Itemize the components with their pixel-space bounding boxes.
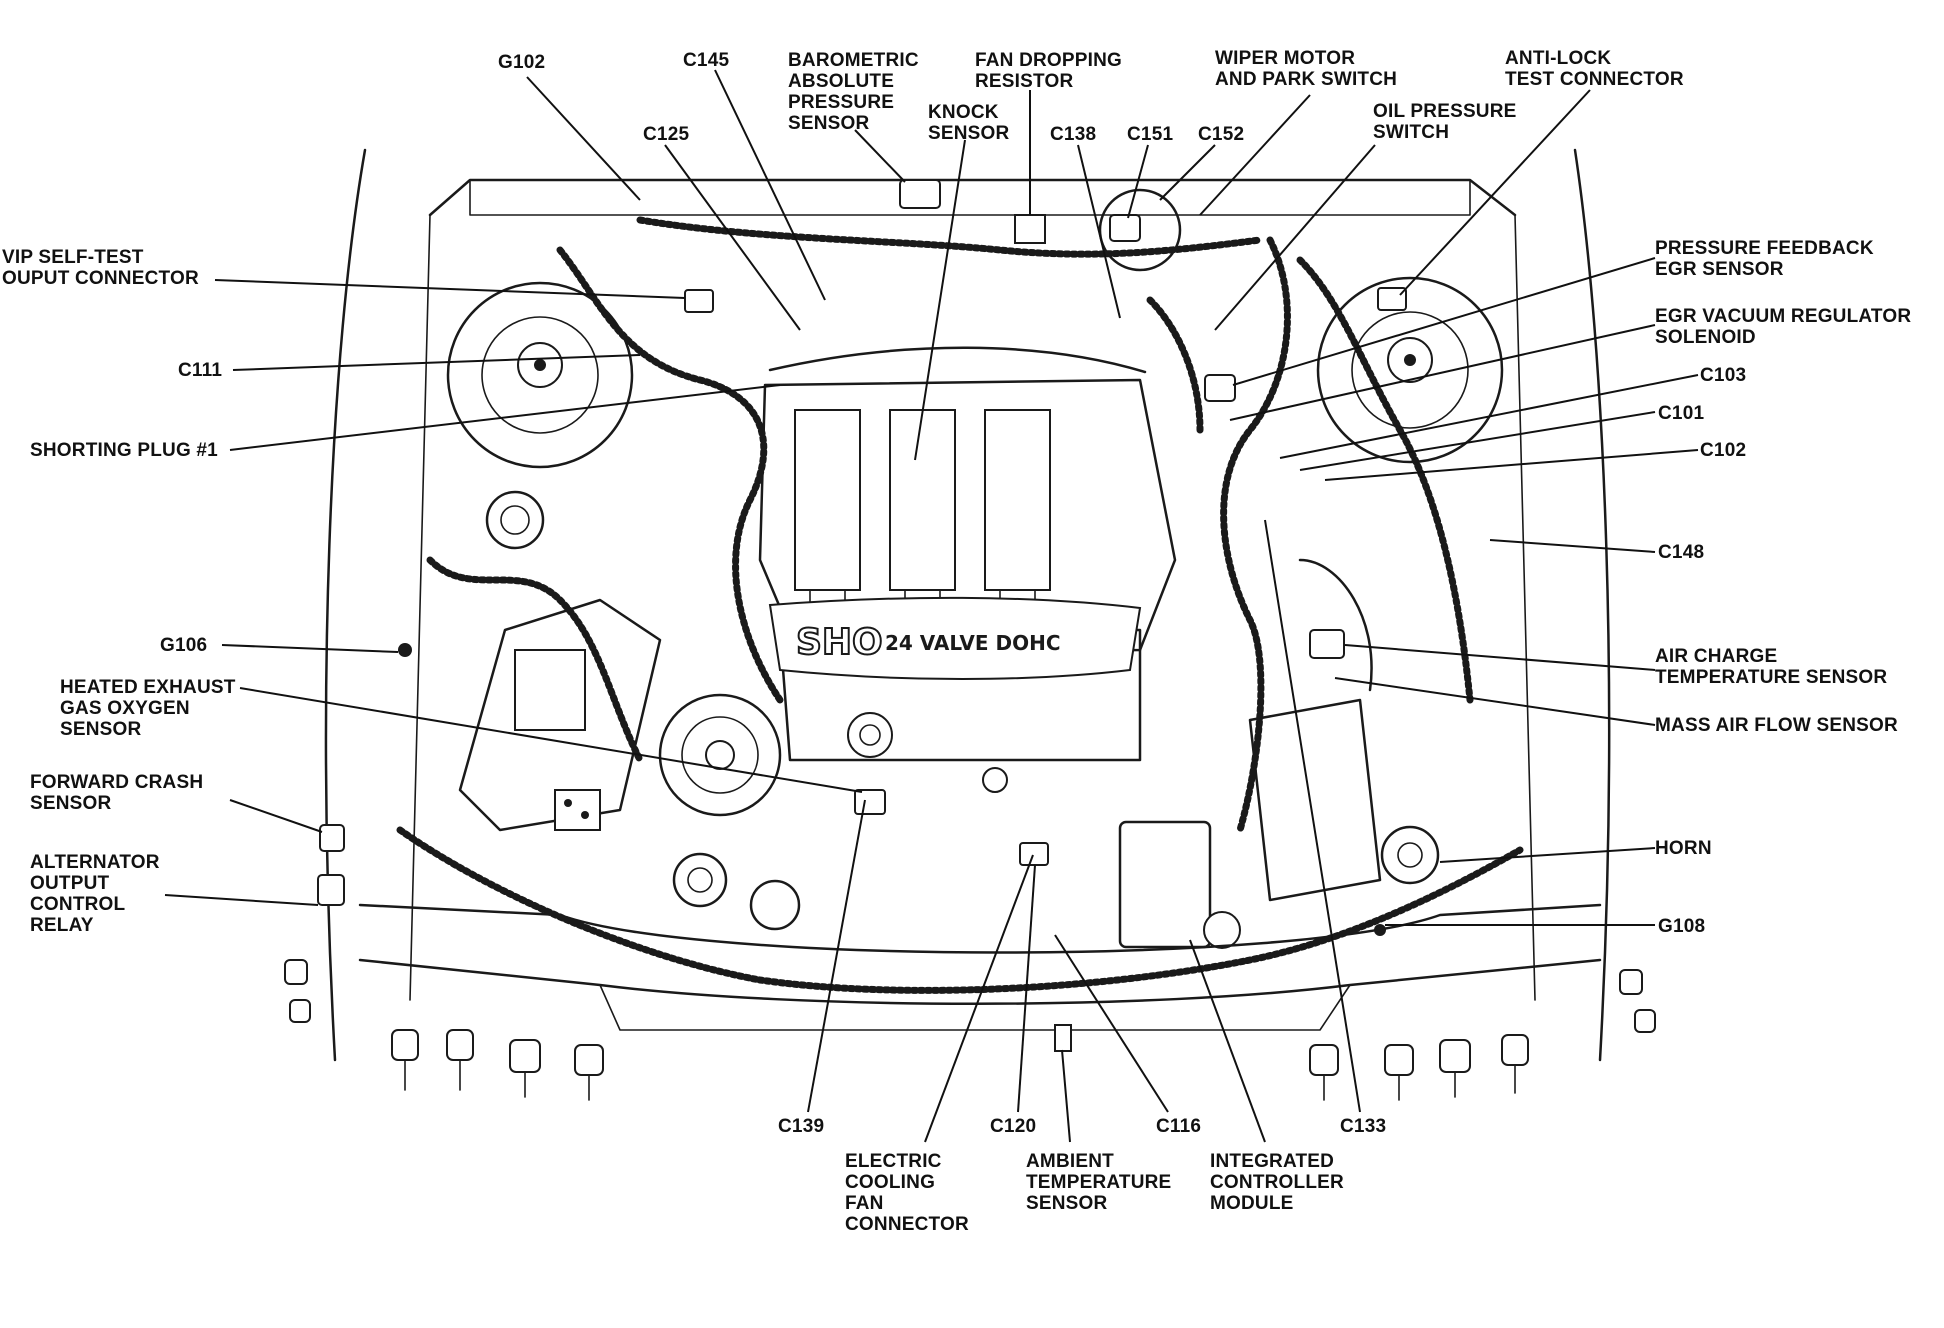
label-c139: C139 [778, 1116, 824, 1137]
label-g106: G106 [160, 635, 207, 656]
alternator [658, 693, 782, 817]
label-c101: C101 [1658, 403, 1704, 424]
label-c151: C151 [1127, 124, 1173, 145]
callout-leader-lines [164, 69, 1699, 1143]
wiper-motor-connector [1109, 214, 1141, 242]
label-anti-lock-test-connector: ANTI-LOCK TEST CONNECTOR [1505, 48, 1684, 90]
label-air-charge-temperature-sensor: AIR CHARGE TEMPERATURE SENSOR [1655, 646, 1887, 688]
label-c111: C111 [178, 360, 222, 381]
label-electric-cooling-fan-connector: ELECTRIC COOLING FAN CONNECTOR [845, 1151, 969, 1235]
cooling-fan-connector-body [1019, 842, 1049, 866]
label-g108: G108 [1658, 916, 1705, 937]
vip-connector-body [684, 289, 714, 313]
label-knock-sensor: KNOCK SENSOR [928, 102, 1010, 144]
label-c102: C102 [1700, 440, 1746, 461]
engine-spec-badge: 24 VALVE DOHC [885, 631, 1061, 655]
wiper-motor-body [1098, 188, 1182, 272]
label-c138: C138 [1050, 124, 1096, 145]
label-alternator-output-control-relay: ALTERNATOR OUTPUT CONTROL RELAY [30, 852, 165, 936]
label-horn: HORN [1655, 838, 1712, 859]
oxygen-sensor-connector [854, 789, 886, 815]
main-wire-harness-right [1220, 236, 1291, 834]
washer-reservoir-cap [749, 879, 801, 931]
air-cleaner-assembly [1248, 558, 1440, 902]
engine-assembly: SHO 24 VALVE DOHC [758, 346, 1177, 793]
label-c116: C116 [1156, 1116, 1201, 1137]
engine-model-badge: SHO [796, 622, 883, 663]
right-strut-tower [1316, 276, 1504, 464]
side-marker-sockets [284, 959, 1656, 1033]
right-headlamp-sockets [1309, 1034, 1529, 1101]
label-mass-air-flow-sensor: MASS AIR FLOW SENSOR [1655, 715, 1898, 736]
main-wire-harness-left [556, 246, 784, 704]
front-wire-harness [396, 826, 1524, 994]
crash-sensor-body [319, 824, 345, 852]
label-ambient-temperature-sensor: AMBIENT TEMPERATURE SENSOR [1026, 1151, 1177, 1214]
label-c125: C125 [643, 124, 689, 145]
cowl-outline [428, 178, 1517, 217]
callout-labels: G102 C145 C125 BAROMETRIC ABSOLUTE PRESS… [2, 48, 1917, 1235]
label-c152: C152 [1198, 124, 1244, 145]
engine-compartment-artwork: SHO 24 VALVE DOHC [284, 148, 1656, 1101]
label-c145: C145 [683, 50, 729, 71]
label-pressure-feedback-egr-sensor: PRESSURE FEEDBACK EGR SENSOR [1655, 238, 1879, 280]
alternator-relay-body [317, 874, 345, 906]
label-wiper-motor-and-park-switch: WIPER MOTOR AND PARK SWITCH [1215, 48, 1397, 90]
integrated-controller-module-box [1118, 820, 1212, 949]
label-heated-exhaust-gas-oxygen-sensor: HEATED EXHAUST GAS OXYGEN SENSOR [60, 677, 241, 740]
label-integrated-controller-module: INTEGRATED CONTROLLER MODULE [1210, 1151, 1349, 1214]
label-vip-self-test-output-connector: VIP SELF-TEST OUPUT CONNECTOR [2, 247, 199, 289]
reservoir-cap [485, 490, 545, 550]
label-shorting-plug-1: SHORTING PLUG #1 [30, 440, 218, 461]
label-c133: C133 [1340, 1116, 1386, 1137]
radiator-support [358, 903, 1602, 954]
coolant-cap [672, 852, 728, 908]
left-strut-tower [446, 281, 634, 469]
label-c148: C148 [1658, 542, 1704, 563]
battery [458, 598, 662, 832]
baro-sensor-body [899, 179, 941, 209]
mass-air-flow-sensor-body [1309, 629, 1345, 659]
label-egr-vacuum-regulator-solenoid: EGR VACUUM REGULATOR SOLENOID [1655, 306, 1917, 348]
left-headlamp-sockets [391, 1029, 604, 1101]
label-g102: G102 [498, 52, 545, 73]
right-fender-outline [1573, 148, 1611, 1062]
label-c103: C103 [1700, 365, 1746, 386]
ambient-sensor-body [1054, 1024, 1072, 1052]
label-oil-pressure-switch: OIL PRESSURE SWITCH [1373, 101, 1522, 143]
label-barometric-absolute-pressure-sensor: BAROMETRIC ABSOLUTE PRESSURE SENSOR [788, 50, 924, 134]
egr-sensor-body [1204, 374, 1236, 402]
label-forward-crash-sensor: FORWARD CRASH SENSOR [30, 772, 209, 814]
label-fan-dropping-resistor: FAN DROPPING RESISTOR [975, 50, 1128, 92]
anti-lock-test-connector-body [1377, 287, 1407, 311]
fan-resistor-body [1014, 214, 1046, 244]
label-c120: C120 [990, 1116, 1036, 1137]
